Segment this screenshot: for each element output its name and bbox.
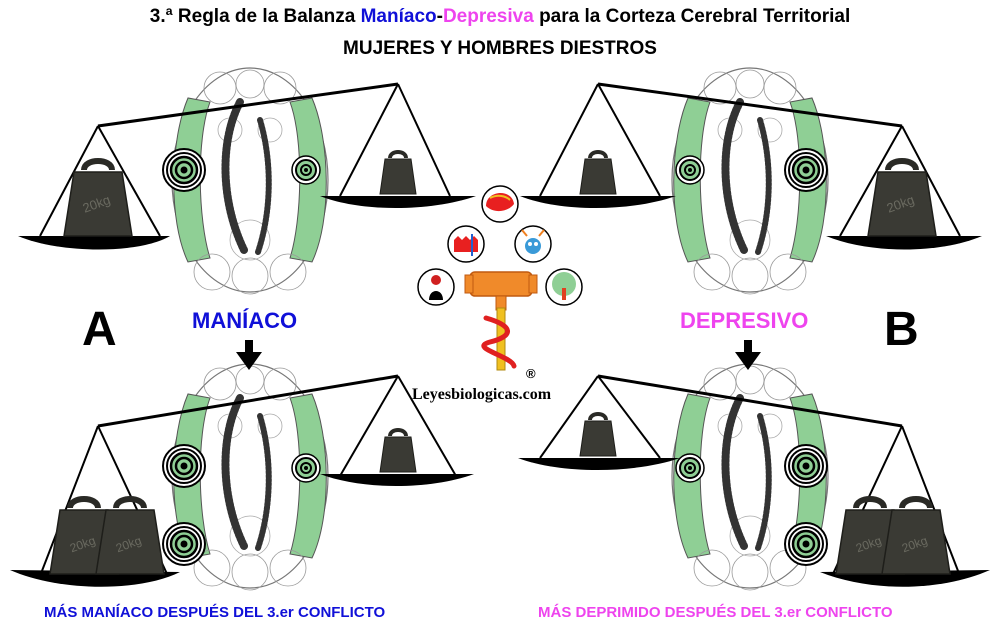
conflict-target-new — [783, 521, 829, 567]
scale-bottom-right — [518, 364, 990, 590]
factory-icon — [447, 225, 485, 263]
arrow-down-icon — [236, 340, 262, 370]
scale-pan — [520, 196, 676, 208]
scale-bottom-left — [10, 364, 474, 590]
gavel-icon — [464, 271, 538, 311]
brain-icon — [481, 185, 519, 223]
brand-name: Leyesbiologicas.com — [412, 386, 552, 403]
scale-pan — [826, 236, 982, 250]
scale-top-left — [18, 68, 476, 294]
person-icon — [417, 268, 455, 306]
page-subtitle: MUJERES Y HOMBRES DIESTROS — [343, 38, 657, 59]
caption-bottom-right: MÁS DEPRIMIDO DESPUÉS DEL 3.er CONFLICTO — [538, 604, 893, 621]
conflict-target — [783, 147, 829, 193]
scale-beam — [97, 82, 399, 128]
weight-small — [378, 150, 418, 196]
caduceus-icon — [481, 307, 517, 371]
label-a: A — [82, 303, 117, 356]
scale-pan — [320, 196, 476, 208]
weight-small — [578, 412, 618, 458]
label-depresivo: DEPRESIVO — [680, 308, 809, 333]
conflict-target — [675, 155, 705, 185]
scale-beam — [597, 374, 903, 428]
label-b: B — [884, 303, 919, 356]
arrow-down-icon — [735, 340, 761, 370]
tree-icon — [545, 268, 583, 306]
conflict-target — [291, 453, 321, 483]
caption-bottom-left: MÁS MANÍACO DESPUÉS DEL 3.er CONFLICTO — [44, 604, 386, 621]
weight-small — [578, 150, 618, 196]
scale-beam — [97, 374, 399, 428]
title-maniaco: Maníaco — [360, 6, 437, 27]
title-depresiva: Depresiva — [442, 6, 534, 27]
scale-pan — [18, 236, 170, 250]
scale-top-right — [520, 68, 982, 294]
microbe-icon — [514, 225, 552, 263]
center-logo — [417, 185, 583, 371]
conflict-target-new — [161, 521, 207, 567]
scale-pan — [518, 458, 680, 470]
conflict-target — [161, 147, 207, 193]
weight-small — [378, 428, 418, 474]
registered-mark: ® — [526, 366, 536, 381]
label-maniaco: MANÍACO — [192, 308, 298, 333]
conflict-target — [783, 443, 829, 489]
scale-pan — [320, 474, 474, 486]
conflict-target — [291, 155, 321, 185]
scale-beam — [597, 82, 903, 128]
page-title: 3.ª Regla de la Balanza Maníaco-Depresiv… — [149, 6, 851, 27]
conflict-target — [675, 453, 705, 483]
conflict-target — [161, 443, 207, 489]
